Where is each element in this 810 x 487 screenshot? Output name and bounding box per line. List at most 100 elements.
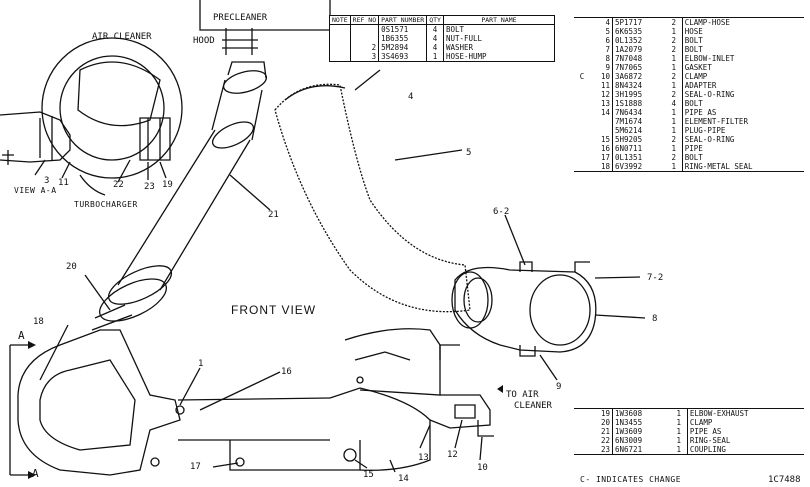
cell-name: RING-METAL SEAL [684, 162, 753, 171]
callout-21: 21 [268, 210, 279, 220]
cell-ref: 7 [590, 45, 613, 54]
callout-17: 17 [190, 462, 201, 472]
cell-name: CLAMP [684, 72, 708, 81]
cell-name: SEAL-O-RING [684, 90, 735, 99]
cell-name: CLAMP [689, 418, 713, 427]
cell-part: 6K6535 [615, 27, 643, 36]
cell-name: SEAL-O-RING [684, 135, 735, 144]
cell-name: BOLT [684, 36, 703, 45]
change-note: C- INDICATES CHANGE [580, 475, 682, 484]
view-aa-label: VIEW A-A [14, 186, 57, 195]
cell-part: 1W3609 [615, 427, 643, 436]
cell-part: 1S1888 [615, 99, 643, 108]
callout-8: 8 [652, 314, 658, 324]
callout-15: 15 [363, 470, 374, 480]
cell-qty: 2 [665, 17, 683, 27]
cell-name: HOSE [684, 27, 703, 36]
cell-qty: 1 [665, 126, 683, 135]
front-view-label: FRONT VIEW [231, 303, 317, 317]
cell-qty: 1 [665, 144, 683, 153]
callout-19: 18 [33, 317, 44, 327]
cell-c [574, 99, 590, 108]
cell-name: PIPE AS [684, 108, 717, 117]
cell-ref [590, 117, 613, 126]
hose-5-outline [274, 83, 471, 313]
cell-qty: 1 [665, 63, 683, 72]
cell-c [574, 27, 590, 36]
cell-name: ELBOW-INLET [684, 54, 735, 63]
air-cleaner-outline [41, 37, 183, 179]
cell-c [574, 117, 590, 126]
cell-name: ADAPTER [684, 81, 717, 90]
cell-c [574, 36, 590, 45]
cell-c [574, 54, 590, 63]
exhaust-elbow-outline [17, 329, 181, 476]
cell-c: C [579, 72, 585, 81]
cell-name: GASKET [684, 63, 712, 72]
cell-name: BOLT [684, 99, 703, 108]
pipe-21-outline [117, 129, 251, 291]
cell-part: 0L1351 [615, 153, 643, 162]
callout-14: 14 [398, 474, 409, 484]
cell-qty: 1 [665, 162, 683, 172]
precleaner-label: PRECLEANER [213, 13, 268, 23]
callout-5: 5 [466, 148, 472, 158]
cell-ref: 4 [590, 17, 613, 27]
cell-c [574, 418, 590, 427]
cell-ref: 16 [590, 144, 613, 153]
cell-ref: 22 [590, 436, 613, 445]
cell-c [574, 135, 590, 144]
cell-qty: 4 [665, 99, 683, 108]
col-ref: REF NO [349, 15, 380, 25]
cell-ref: 20 [590, 418, 613, 427]
callout-7-2: 7-2 [647, 273, 664, 283]
cell-part: 1W3608 [615, 409, 643, 418]
cell-c [574, 144, 590, 153]
cell-ref: 21 [590, 427, 613, 436]
to-air-cleaner-label-1: TO AIR [506, 390, 539, 400]
inlet-elbow-outline [454, 266, 597, 353]
cell-qty: 2 [665, 72, 683, 81]
cell-c [574, 45, 590, 54]
cell-qty: 2 [665, 45, 683, 54]
parts-table-top: NOTE REF NO PART NUMBER QTY PART NAME 0S… [329, 15, 556, 62]
cell-c [574, 436, 590, 445]
cell-c [574, 409, 590, 419]
cell-part: 6N3009 [615, 436, 643, 445]
cell-name: RING-SEAL [689, 436, 731, 445]
cell-c [574, 153, 590, 162]
cell-part: 5H9205 [615, 135, 643, 144]
cell-qty: 1 [670, 445, 688, 455]
callout-16: 16 [281, 367, 292, 377]
pipe-16-outline [177, 397, 331, 441]
cell-qty: 1 [670, 418, 688, 427]
col-name: PART NAME [442, 15, 556, 25]
cell-part: 1N3455 [615, 418, 643, 427]
callout-1: 1 [198, 359, 204, 369]
cell-c [574, 126, 590, 135]
cell-ref: 15 [590, 135, 613, 144]
cell-qty: 2 [665, 90, 683, 99]
cell-ref: 17 [590, 153, 613, 162]
col-note: NOTE [329, 15, 351, 25]
cell-name: COUPLING [689, 445, 726, 454]
col-qty: QTY [426, 15, 444, 25]
